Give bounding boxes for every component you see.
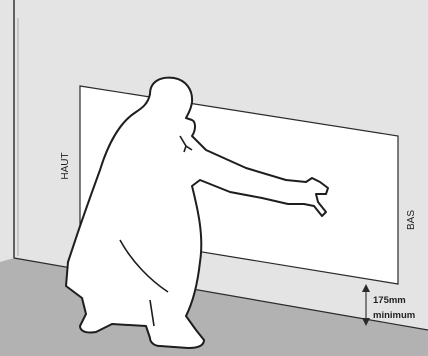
clearance-value: 175mm: [373, 295, 406, 306]
clearance-note: minimum: [373, 310, 415, 321]
person-silhouette: [65, 76, 329, 349]
label-top-side: HAUT: [60, 152, 71, 179]
leg-detail: [119, 239, 169, 327]
clearance-dimension-arrow: [362, 284, 370, 326]
hand-at-face: [179, 135, 193, 153]
label-bottom-side: BAS: [406, 210, 417, 230]
